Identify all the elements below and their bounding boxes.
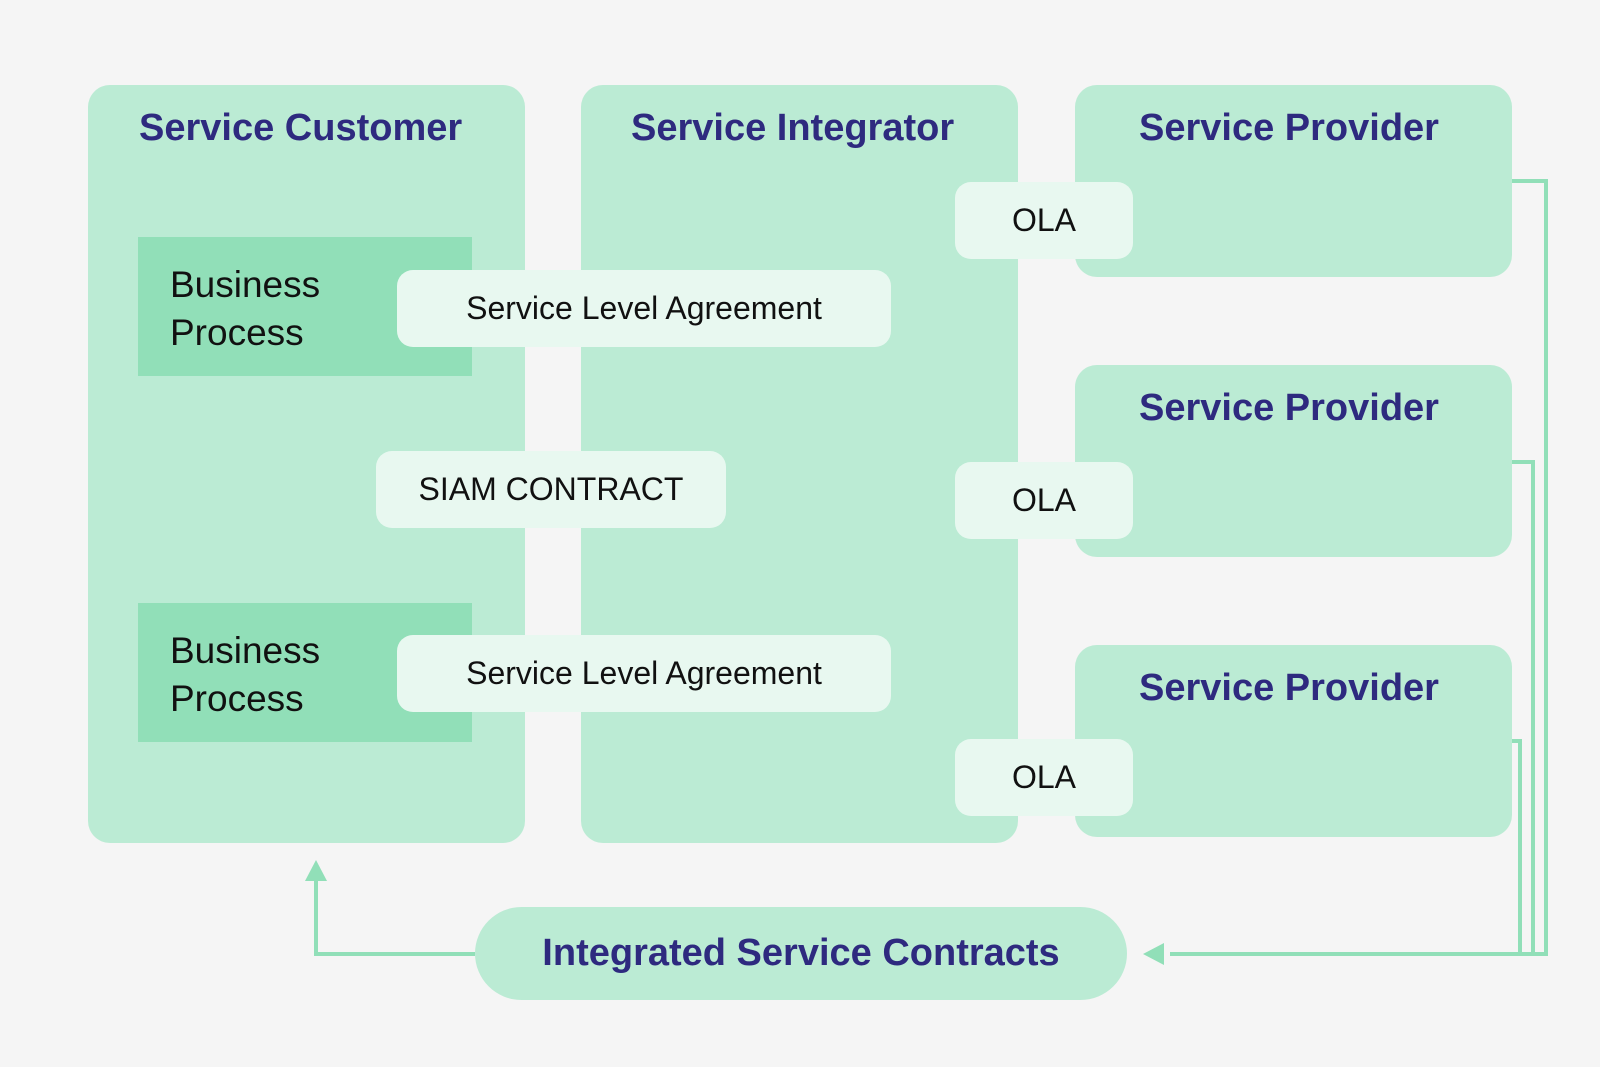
connector-provider-2 (1512, 460, 1535, 954)
connector-provider-1 (1170, 179, 1548, 956)
service-provider-title-3: Service Provider (1139, 667, 1439, 709)
arrow-left-icon (1143, 943, 1164, 965)
connector-to-customer (314, 880, 475, 956)
service-customer-title: Service Customer (139, 107, 463, 149)
business-process-line2: Process (170, 678, 304, 719)
business-process-line2: Process (170, 312, 304, 353)
connector-provider-3 (1512, 739, 1522, 954)
service-level-agreement-2: Service Level Agreement (397, 635, 891, 712)
service-integrator-title: Service Integrator (631, 107, 955, 149)
service-provider-title-2: Service Provider (1139, 387, 1439, 429)
business-process-line1: Business (170, 264, 321, 305)
arrow-up-icon (305, 860, 327, 881)
service-provider-title-1: Service Provider (1139, 107, 1439, 149)
ola-2: OLA (955, 462, 1133, 539)
siam-contract: SIAM CONTRACT (376, 451, 726, 528)
business-process-line1: Business (170, 630, 321, 671)
integrated-service-contracts: Integrated Service Contracts (475, 907, 1127, 1000)
ola-3: OLA (955, 739, 1133, 816)
service-level-agreement-1: Service Level Agreement (397, 270, 891, 347)
ola-1: OLA (955, 182, 1133, 259)
